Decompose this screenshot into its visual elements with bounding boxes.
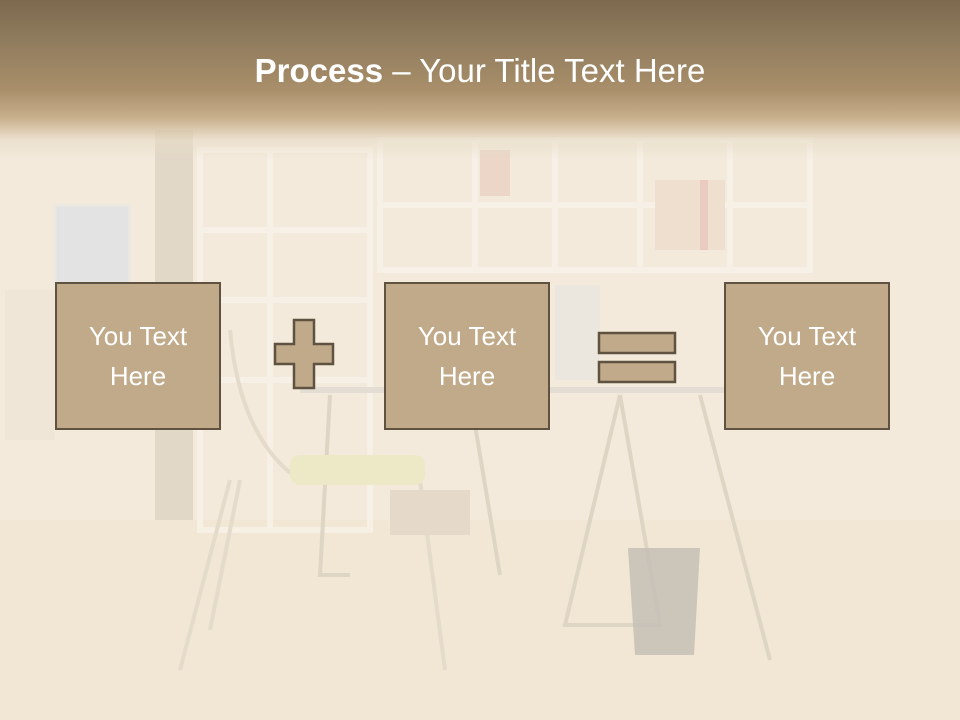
process-box-1: You Text Here <box>55 282 221 430</box>
process-box-2: You Text Here <box>384 282 550 430</box>
slide-title: Process – Your Title Text Here <box>0 52 960 90</box>
process-box-3: You Text Here <box>724 282 890 430</box>
process-box-2-text: You Text Here <box>417 321 517 391</box>
title-rest: – Your Title Text Here <box>383 52 706 89</box>
process-box-3-text: You Text Here <box>757 321 857 391</box>
title-bold: Process <box>254 52 384 89</box>
equals-icon <box>597 331 677 384</box>
title-band <box>0 0 960 160</box>
process-box-1-text: You Text Here <box>88 321 188 391</box>
plus-icon <box>273 318 335 390</box>
